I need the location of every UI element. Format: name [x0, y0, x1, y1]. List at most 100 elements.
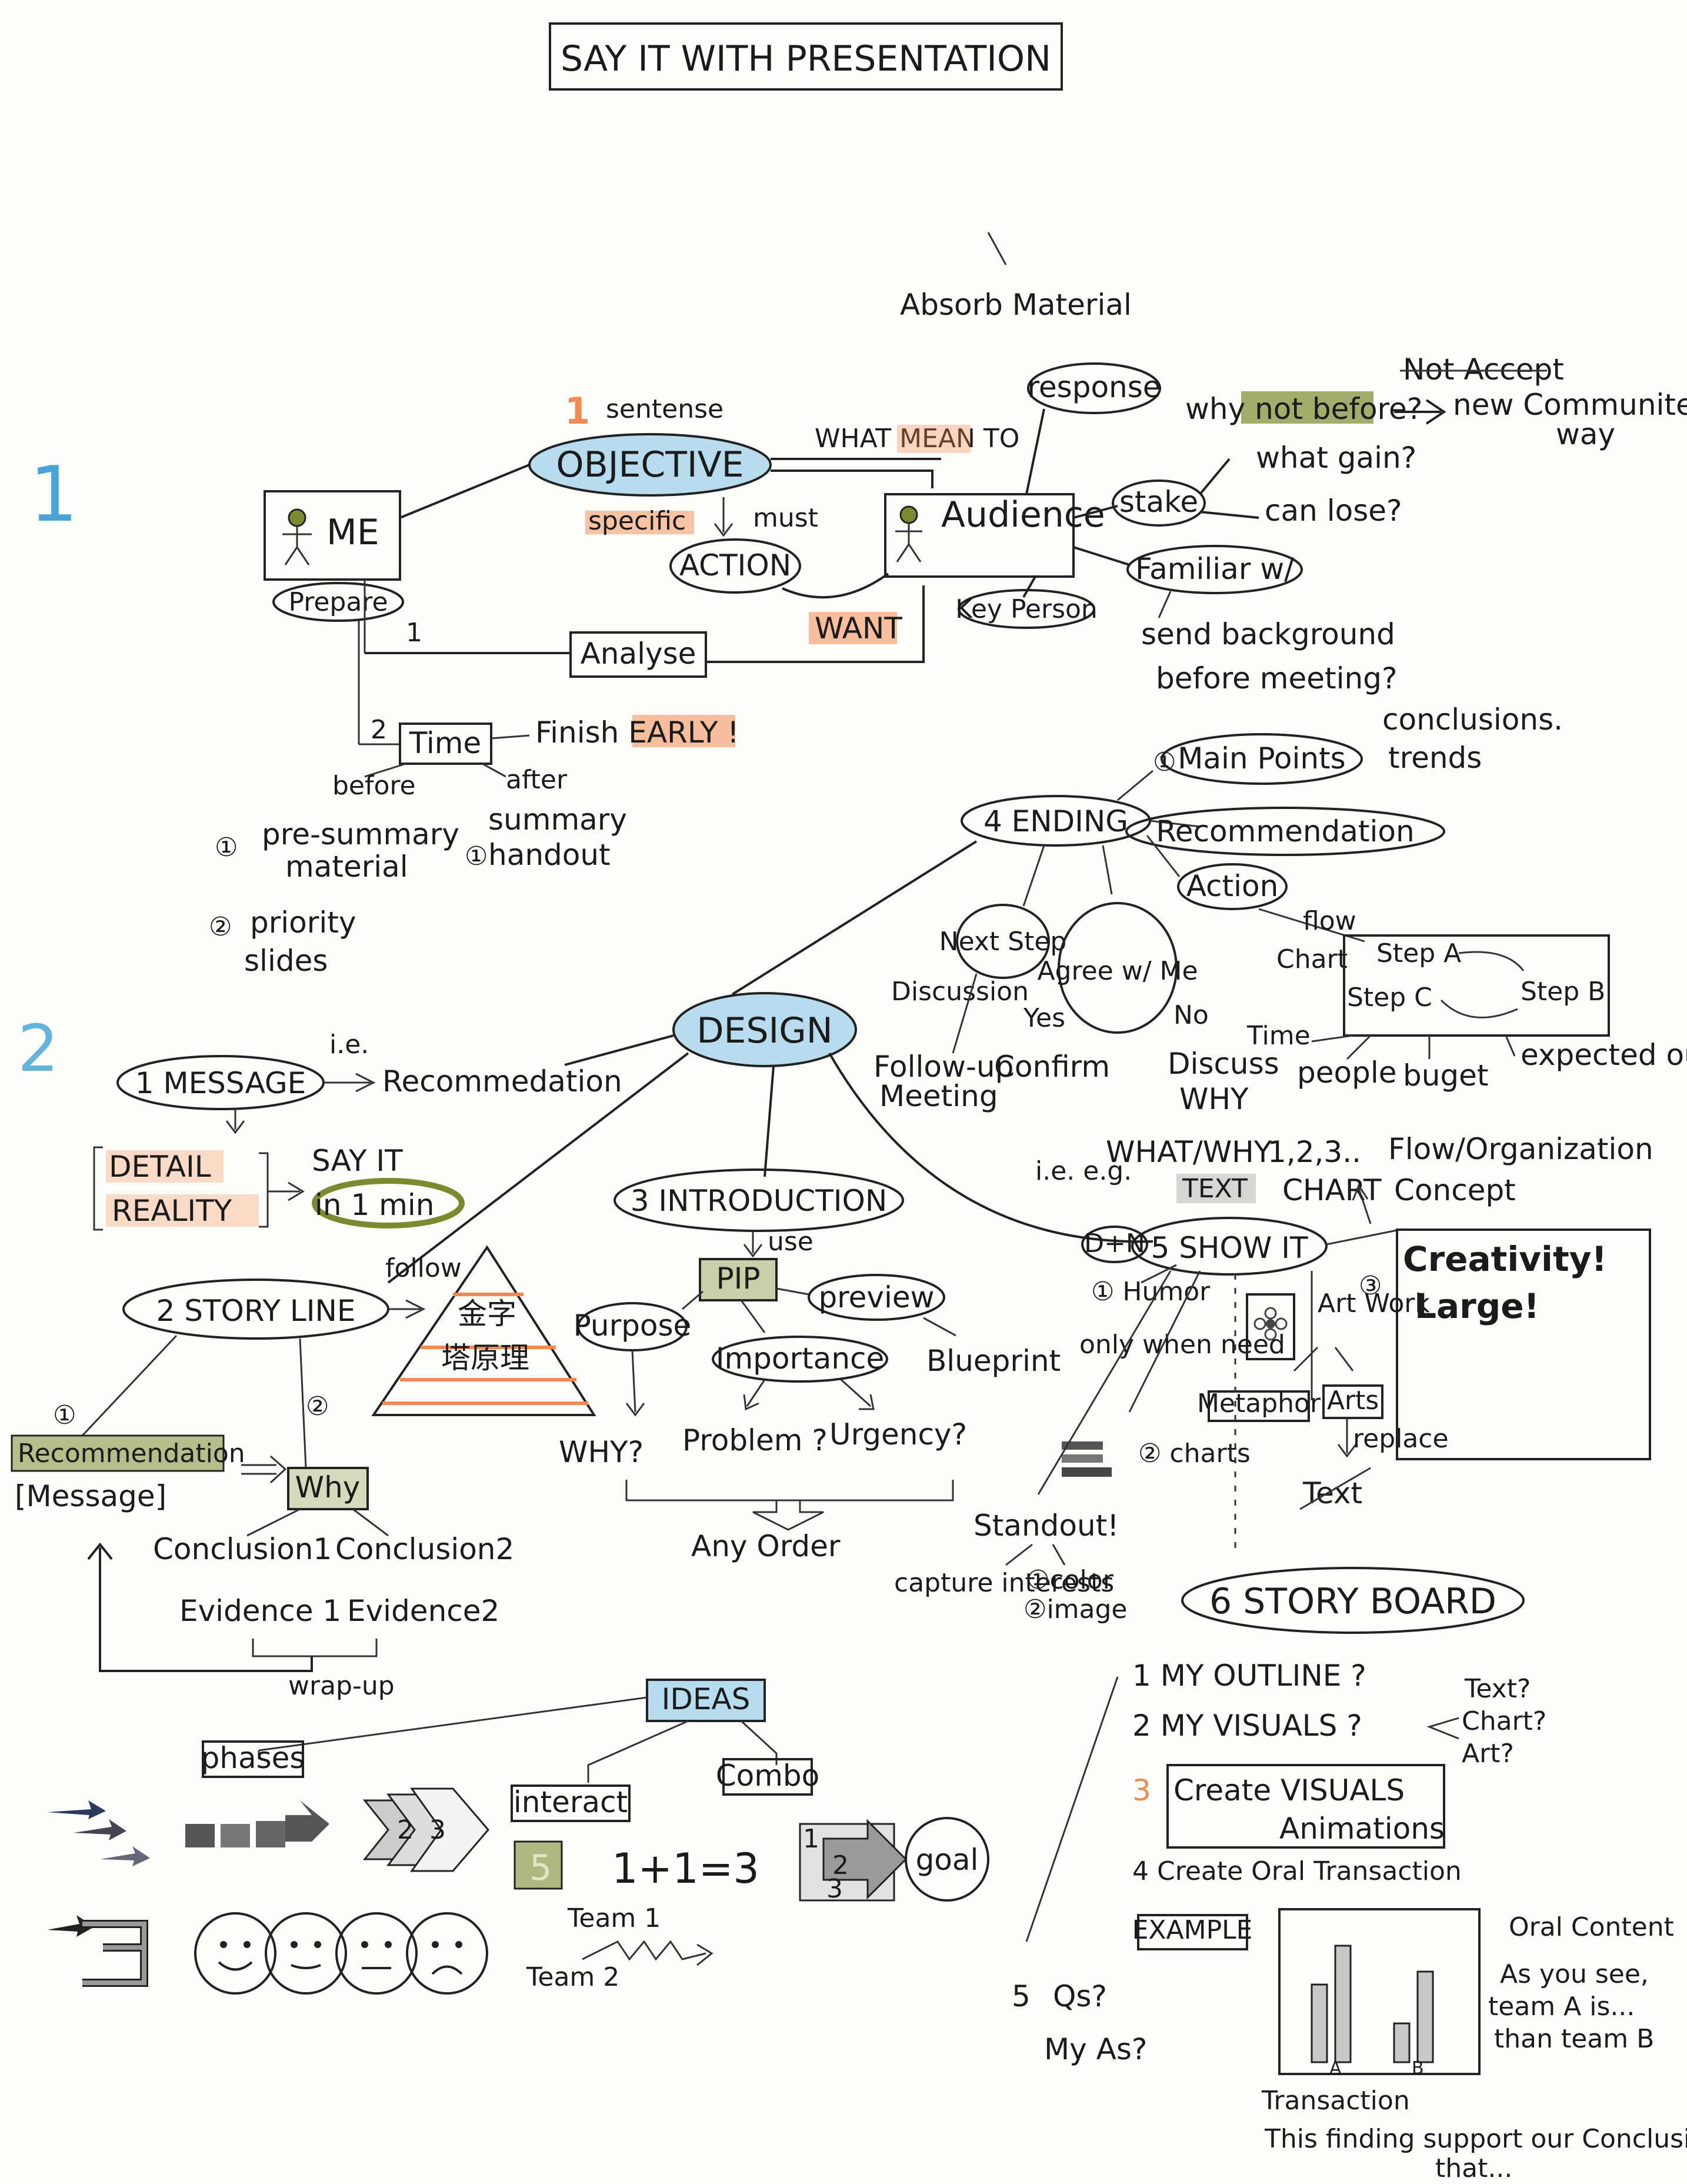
that-label: that...	[1435, 2153, 1512, 2183]
handout-label: handout	[488, 838, 611, 872]
message-bracket-label: [Message]	[15, 1479, 166, 1513]
urgency-q-label: Urgency?	[829, 1417, 967, 1451]
example-label: EXAMPLE	[1132, 1915, 1253, 1945]
absorb-material-label: Absorb Material	[900, 288, 1132, 322]
analyse-box	[569, 631, 707, 678]
bar-B-1	[1416, 1970, 1434, 2063]
story-board-node	[1181, 1567, 1525, 1634]
pip-box	[699, 1258, 778, 1301]
message-recommendation-label: Recommedation	[382, 1064, 622, 1098]
want-highlight	[809, 612, 897, 644]
circle-1-label: ①	[215, 833, 238, 863]
familiar-node	[1126, 545, 1303, 594]
buget-label: buget	[1403, 1058, 1489, 1093]
svg-text:5: 5	[529, 1847, 552, 1889]
main-points-label: Main Points	[1178, 741, 1345, 775]
combo-label: Combo	[716, 1759, 820, 1793]
phases-label: phases	[201, 1741, 305, 1775]
pyramid	[371, 1245, 596, 1416]
blueprint-label: Blueprint	[926, 1344, 1061, 1378]
introduction-node	[614, 1168, 904, 1232]
sb1-label: 1 MY OUTLINE ?	[1132, 1659, 1366, 1693]
ideas-label: IDEAS	[662, 1682, 751, 1716]
text-label: TEXT	[1182, 1174, 1248, 1204]
bar-B-0	[1393, 2022, 1411, 2063]
text-highlight	[1176, 1174, 1256, 1203]
team2-label: Team 2	[526, 1962, 619, 1992]
me-box	[264, 490, 401, 581]
ending-label: 4 ENDING	[983, 804, 1128, 838]
finish-early-label: Finish EARLY !	[535, 715, 739, 750]
category-label-B: B	[1412, 2058, 1424, 2079]
objective-number: 1	[565, 389, 590, 432]
person-icon	[895, 505, 922, 562]
conclusion2-label: Conclusion2	[335, 1532, 514, 1566]
flow-org-label: Flow/Organization	[1388, 1132, 1653, 1166]
step-a-label: Step A	[1376, 938, 1461, 968]
sb3-label: 3	[1132, 1773, 1151, 1807]
art-work-label: Art Work	[1318, 1289, 1430, 1319]
art-num-label: ③	[1359, 1271, 1382, 1301]
story-circle-1: ①	[53, 1400, 76, 1430]
title: SAY IT WITH PRESENTATION	[561, 38, 1051, 79]
story-circle-2: ②	[306, 1391, 329, 1421]
objective-node	[528, 433, 772, 497]
bar-A-1	[1334, 1945, 1352, 2063]
agree-node	[1058, 902, 1178, 1034]
chevron-phases-icon: 2 3	[362, 1787, 489, 1872]
introduction-label: 3 INTRODUCTION	[631, 1184, 888, 1218]
small-arrows-icon	[47, 1800, 150, 1866]
create-visuals-box	[1166, 1764, 1445, 1849]
combo-3: 3	[826, 1874, 843, 1904]
follow-label: follow	[385, 1253, 462, 1283]
response-node	[1027, 362, 1161, 414]
mean-highlight	[897, 425, 971, 453]
main-points-node	[1161, 733, 1363, 785]
can-lose-label: can lose?	[1265, 494, 1402, 528]
team-a-is-label: team A is...	[1488, 1992, 1635, 2022]
sb5-label: 5	[1012, 1979, 1031, 2013]
shaded-number-3-icon	[82, 1920, 148, 1987]
evidence2-label: Evidence2	[347, 1594, 499, 1628]
ideas-box	[646, 1679, 766, 1722]
puzzle-box-icon: 5	[514, 1840, 563, 1890]
message-label: 1 MESSAGE	[135, 1066, 306, 1100]
sb-text-label: Text?	[1464, 1674, 1531, 1704]
flow-label: flow	[1303, 906, 1356, 936]
next-step-node	[956, 904, 1050, 979]
large-label: Large!	[1415, 1286, 1539, 1326]
importance-label: Importance	[716, 1341, 885, 1376]
combo-arrow-icon: 1 2 3	[799, 1819, 908, 1904]
problem-q-label: Problem ?	[682, 1423, 828, 1457]
sb-art-label: Art?	[1462, 1739, 1514, 1769]
preview-label: preview	[818, 1280, 934, 1314]
before-label: before	[332, 771, 416, 801]
material-label: material	[285, 850, 408, 884]
in-1-min-label: in 1 min	[315, 1188, 434, 1222]
discuss-label: Discuss	[1168, 1047, 1279, 1081]
striped-bars-icon	[1062, 1441, 1112, 1477]
bar-A-0	[1311, 1983, 1328, 2063]
design-label: DESIGN	[696, 1010, 832, 1051]
me-label: ME	[326, 512, 379, 553]
any-order-label: Any Order	[691, 1529, 841, 1563]
pip-label: PIP	[716, 1261, 760, 1296]
combo-1: 1	[803, 1824, 819, 1854]
sb-chart-label: Chart?	[1462, 1706, 1546, 1736]
goal-label: goal	[916, 1843, 979, 1877]
must-label: must	[753, 503, 818, 533]
summary-label: summary	[488, 803, 627, 837]
arts-box	[1322, 1384, 1383, 1419]
person-icon	[282, 508, 312, 565]
phase-2: 2	[397, 1815, 414, 1845]
interact-box	[511, 1785, 631, 1822]
than-team-b-label: than team B	[1494, 2024, 1654, 2054]
zigzag-arrow	[582, 1940, 714, 1966]
this-finding-label: This finding support our Conclusion	[1264, 2124, 1687, 2154]
what-gain-label: what gain?	[1256, 441, 1416, 475]
follow-up-label: Follow-up	[873, 1050, 1013, 1084]
one-two-three-label: 1,2,3..	[1268, 1135, 1361, 1169]
transaction-label: Transaction	[1261, 2086, 1410, 2116]
people-label: people	[1297, 1056, 1396, 1090]
charts-label: ② charts	[1138, 1439, 1251, 1469]
